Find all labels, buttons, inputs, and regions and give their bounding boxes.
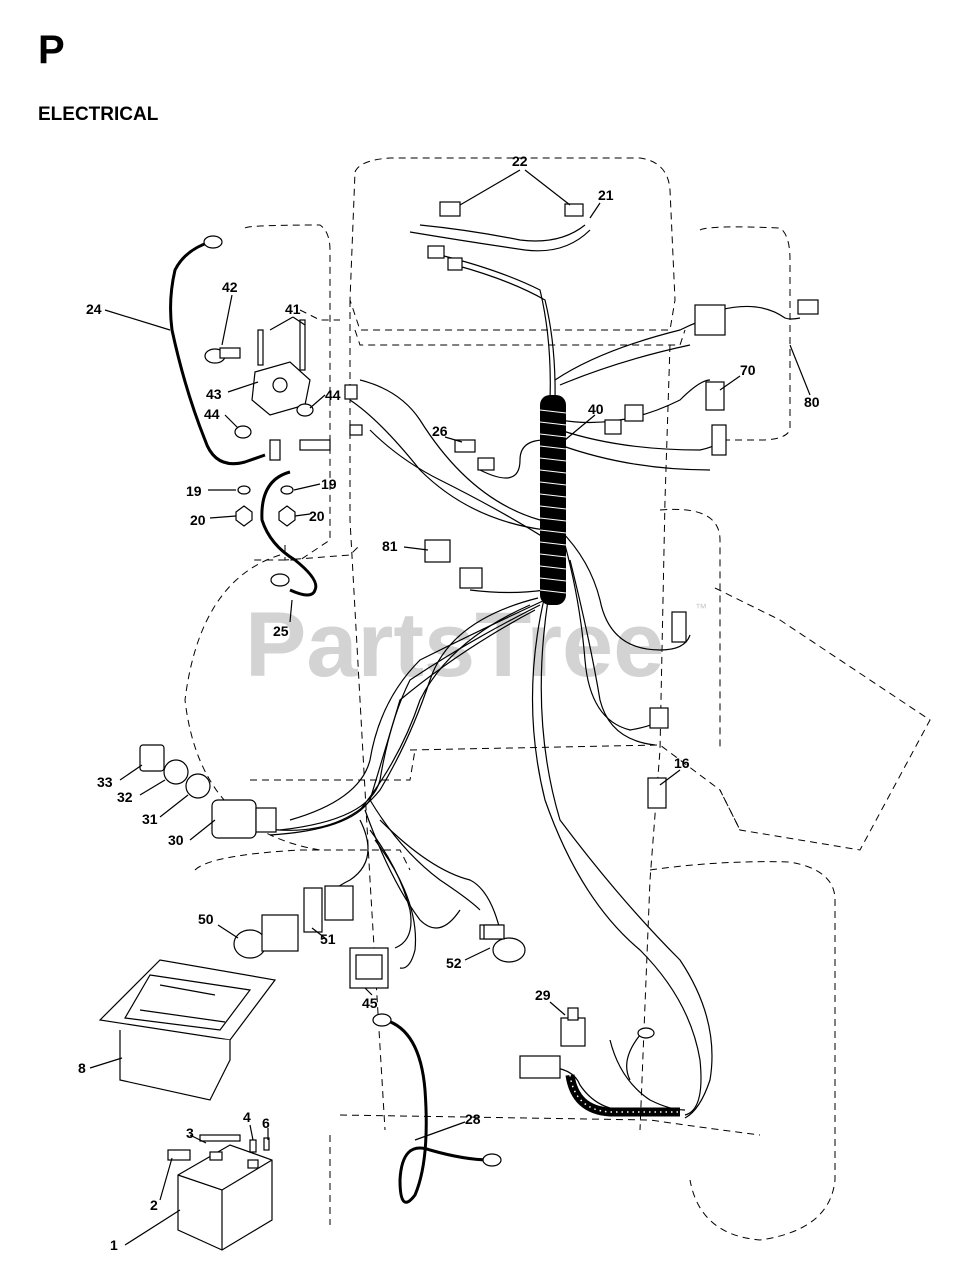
leader-lines (89, 169, 811, 1246)
coiled-loom (539, 395, 567, 605)
section-title: ELECTRICAL (38, 104, 159, 125)
wiring-harness (259, 224, 801, 1119)
callout-41: 41 (285, 301, 301, 317)
ignition-switch (139, 744, 277, 839)
callout-24: 24 (86, 301, 102, 317)
callout-40: 40 (588, 401, 604, 417)
callout-1: 1 (110, 1237, 118, 1253)
callout-29: 29 (535, 987, 551, 1003)
cables (169, 240, 491, 1204)
callout-6: 6 (262, 1115, 270, 1131)
callout-16: 16 (674, 755, 690, 771)
callout-30: 30 (168, 832, 184, 848)
callout-51: 51 (320, 931, 336, 947)
watermark-text: PartsTree (245, 594, 664, 696)
callout-21: 21 (598, 187, 614, 203)
ring-terminals (203, 235, 655, 1167)
callout-22: 22 (512, 153, 528, 169)
callout-28: 28 (465, 1111, 481, 1127)
callout-25: 25 (273, 623, 289, 639)
callout-3: 3 (186, 1125, 194, 1141)
callout-42: 42 (222, 279, 238, 295)
headlight-connectors (427, 201, 819, 336)
battery (167, 1134, 273, 1251)
callout-44-left: 44 (204, 406, 220, 422)
solenoid-assembly (204, 319, 363, 527)
callout-8: 8 (78, 1060, 86, 1076)
callout-52: 52 (446, 955, 462, 971)
callout-20-left: 20 (190, 512, 206, 528)
callout-20-right: 20 (309, 508, 325, 524)
callout-31: 31 (142, 811, 158, 827)
frame-outline (184, 157, 931, 1241)
callout-45: 45 (362, 995, 378, 1011)
callout-26: 26 (432, 423, 448, 439)
switch-modules (233, 885, 586, 1079)
battery-tray (98, 959, 277, 1101)
callout-32: 32 (117, 789, 133, 805)
callout-81: 81 (382, 538, 398, 554)
callout-43: 43 (206, 386, 222, 402)
callout-50: 50 (198, 911, 214, 927)
callout-19-right: 19 (321, 476, 337, 492)
section-letter: P (38, 28, 65, 72)
callout-2: 2 (150, 1197, 158, 1213)
callout-labels: 22 21 24 42 41 43 44 44 19 19 20 20 26 4… (78, 153, 820, 1253)
callout-70: 70 (740, 362, 756, 378)
callout-19-left: 19 (186, 483, 202, 499)
callout-44-right: 44 (325, 387, 341, 403)
callout-33: 33 (97, 774, 113, 790)
callout-4: 4 (243, 1109, 251, 1125)
callout-80: 80 (804, 394, 820, 410)
watermark-trademark: ™ (695, 601, 707, 615)
coiled-cord (565, 1074, 680, 1117)
